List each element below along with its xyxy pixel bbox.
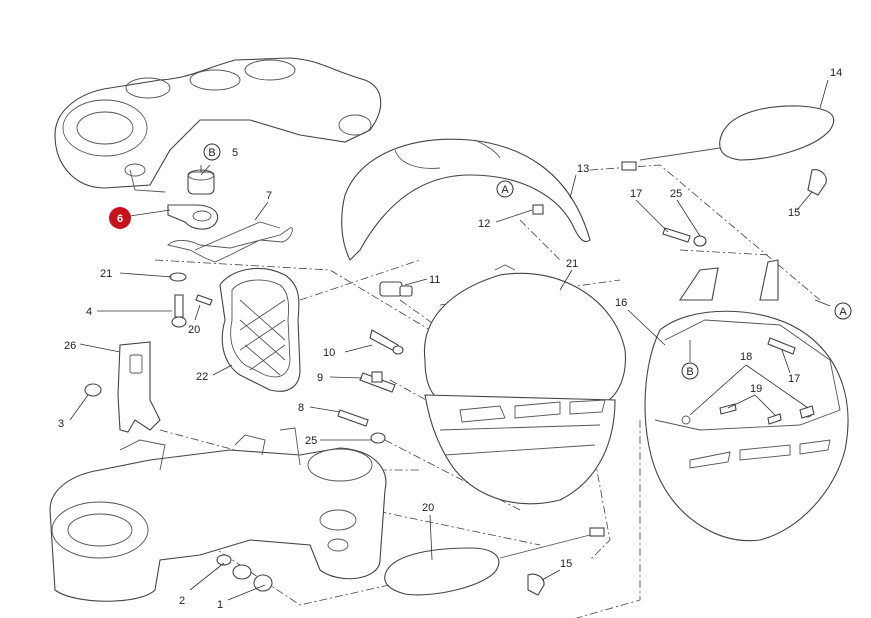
callout-9: 9 — [317, 372, 323, 384]
bulb-15-bottom — [527, 573, 545, 596]
callout-5: 5 — [232, 147, 238, 159]
callout-24: 22 — [196, 371, 208, 383]
callout-10: 10 — [323, 347, 335, 359]
callout-23: 20 — [188, 324, 200, 336]
svg-text:A: A — [501, 184, 509, 196]
nut-25-left — [370, 432, 386, 444]
callout-2: 2 — [179, 595, 185, 607]
bulb-15-top — [807, 169, 827, 196]
screw-9 — [359, 371, 396, 393]
callout-8: 8 — [298, 402, 304, 414]
nut-3 — [84, 383, 102, 397]
callout-6-marker[interactable] — [109, 207, 131, 229]
svg-text:B: B — [208, 147, 215, 159]
deflector-13 — [341, 138, 591, 261]
svg-text:B: B — [686, 366, 693, 378]
callout-26: 26 — [64, 340, 76, 352]
plate-6 — [167, 204, 219, 230]
rubber-grommet-5 — [187, 169, 215, 195]
screw-17-top — [662, 227, 691, 243]
callout-12: 12 — [478, 218, 490, 230]
turn-signal-14 — [621, 105, 835, 171]
upper-triple-clamp — [54, 57, 382, 193]
callout-25-right: 25 — [670, 188, 682, 200]
fairing-frame-16 — [644, 259, 849, 542]
reference-marker-b-top: B — [200, 143, 221, 172]
callout-6-highlighted[interactable]: 6 — [109, 207, 131, 229]
callout-25-left: 25 — [305, 435, 317, 447]
reference-marker-a-headlight: A — [496, 180, 514, 198]
callout-22: 21 — [100, 268, 112, 280]
headlight-21 — [423, 264, 626, 505]
callout-19: 19 — [750, 383, 762, 395]
sensor-10 — [369, 329, 404, 355]
wire-spring-7 — [167, 221, 293, 263]
callout-15-top: 15 — [788, 207, 800, 219]
reference-marker-b-right: B — [681, 340, 699, 380]
callout-16: 16 — [615, 297, 627, 309]
nut-2 — [216, 554, 232, 566]
callout-20: 20 — [422, 502, 434, 514]
callout-13: 13 — [577, 163, 589, 175]
callout-14: 14 — [830, 67, 842, 79]
reference-marker-a-right: A — [814, 299, 852, 320]
svg-text:A: A — [839, 306, 847, 318]
screw-17-bottom — [767, 337, 796, 355]
bulb-socket-11 — [379, 281, 413, 297]
callout-11: 11 — [429, 274, 440, 286]
lower-triple-clamp — [49, 427, 387, 602]
leader-lines — [69, 79, 829, 601]
callout-18: 18 — [740, 351, 752, 363]
callout-17-top: 17 — [630, 188, 642, 200]
screw-4 — [171, 294, 187, 328]
callout-15-bottom: 15 — [560, 558, 572, 570]
callout-1: 1 — [217, 599, 223, 611]
screw-23 — [195, 294, 213, 306]
washer-22 — [169, 272, 187, 282]
fastener-18 — [799, 405, 815, 419]
callout-3: 3 — [58, 418, 64, 430]
callout-6-label: 6 — [117, 213, 123, 225]
bracket-26 — [117, 341, 161, 433]
callout-21: 21 — [566, 258, 578, 270]
air-duct-24 — [219, 267, 301, 392]
callout-7: 7 — [266, 190, 272, 202]
screw-8 — [337, 409, 369, 427]
callout-4: 4 — [86, 306, 92, 318]
screw-12 — [532, 204, 544, 215]
callout-labels: 5 7 21 4 20 26 22 3 11 10 9 8 25 12 13 2… — [58, 67, 842, 611]
callout-17-bottom: 17 — [788, 373, 800, 385]
nut-25-right — [693, 235, 707, 247]
grommet-1 — [232, 564, 273, 592]
turn-signal-20 — [384, 527, 605, 596]
